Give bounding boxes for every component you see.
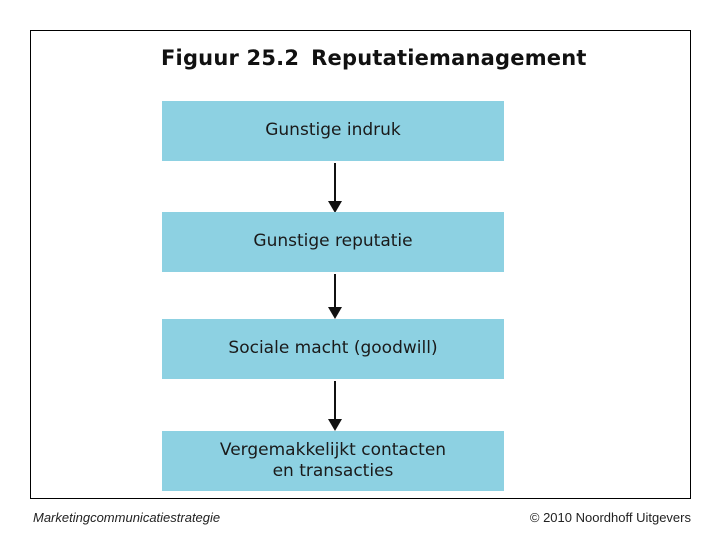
footer-book-title: Marketingcommunicatiestrategie [33, 510, 221, 525]
down-arrow-icon [328, 274, 342, 319]
figure-title-text: Reputatiemanagement [311, 46, 587, 70]
figure-number: Figuur 25.2 [161, 46, 300, 70]
down-arrow-icon [328, 163, 342, 213]
slide-canvas: Figuur 25.2 Reputatiemanagement Gunstige … [30, 30, 691, 499]
footer-copyright: © 2010 Noordhoff Uitgevers [529, 510, 691, 525]
down-arrow-icon [328, 381, 342, 431]
flow-step-gunstige-reputatie: Gunstige reputatie [162, 212, 504, 272]
page-title: Figuur 25.2 Reputatiemanagement [161, 46, 587, 70]
flow-step-vergemakkelijkt-contacten: Vergemakkelijkt contacten en transacties [162, 431, 504, 491]
flow-step-sociale-macht: Sociale macht (goodwill) [162, 319, 504, 379]
flow-step-gunstige-indruk: Gunstige indruk [162, 101, 504, 161]
